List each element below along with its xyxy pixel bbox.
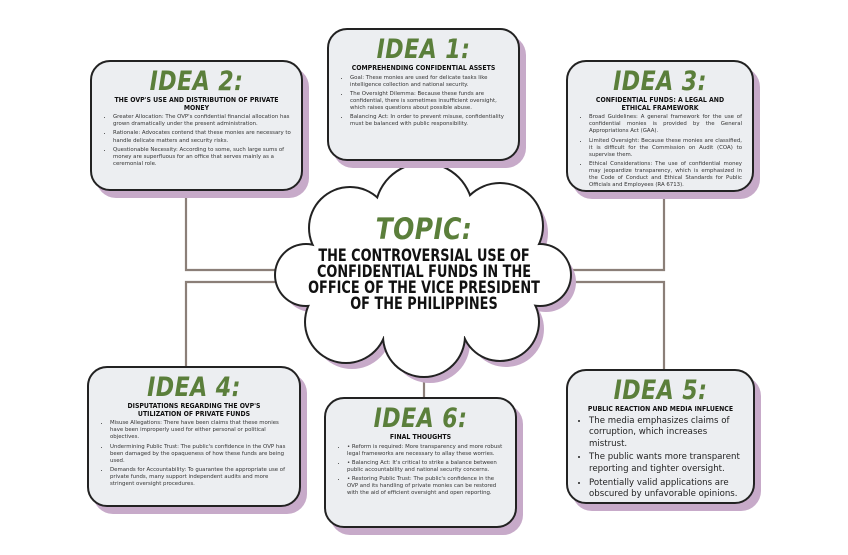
list-item: The public wants more transparent report… — [589, 452, 743, 475]
list-item: Misuse Allegations: There have been clai… — [110, 420, 289, 441]
list-item: • Reform is required: More transparency … — [347, 444, 505, 458]
idea-title: IDEA 5: — [613, 375, 708, 406]
connector-idea-3 — [550, 191, 666, 272]
list-item: Limited Oversight: Because these monies … — [589, 138, 742, 159]
idea-card-3: IDEA 3: CONFIDENTIAL FUNDS: A LEGAL AND … — [566, 60, 754, 192]
idea-subtitle: CONFIDENTIAL FUNDS: A LEGAL AND ETHICAL … — [595, 95, 725, 112]
list-item: Rationale: Advocates contend that these … — [113, 130, 291, 144]
idea-title: IDEA 3: — [613, 66, 707, 97]
idea-title: IDEA 6: — [373, 403, 468, 434]
idea-title: IDEA 1: — [376, 34, 471, 65]
list-item: Potentially valid applications are obscu… — [589, 478, 743, 501]
idea-card-6: IDEA 6: FINAL THOUGHTS • Reform is requi… — [324, 397, 517, 528]
idea-subtitle: DISPUTATIONS REGARDING THE OVP'S UTILIZA… — [127, 401, 261, 418]
list-item: Goal: These monies are used for delicate… — [350, 75, 508, 89]
idea-card-1: IDEA 1: COMPREHENDING CONFIDENTIAL ASSET… — [327, 28, 520, 161]
bullet-list: Goal: These monies are used for delicate… — [339, 75, 508, 129]
idea-subtitle: PUBLIC REACTION AND MEDIA INFLUENCE — [587, 404, 734, 413]
bullet-list: Broad Guidelines: A general framework fo… — [578, 114, 742, 189]
list-item: The media emphasizes claims of corruptio… — [589, 416, 743, 451]
idea-title: IDEA 2: — [149, 66, 244, 97]
connector-idea-2 — [184, 190, 290, 272]
list-item: Demands for Accountability: To guarantee… — [110, 467, 289, 488]
list-item: Questionable Necessity: According to som… — [113, 147, 291, 168]
list-item: The Oversight Dilemma: Because these fun… — [350, 91, 508, 112]
list-item: • Balancing Act: It's critical to strike… — [347, 460, 505, 474]
idea-card-5: IDEA 5: PUBLIC REACTION AND MEDIA INFLUE… — [566, 369, 755, 504]
connector-idea-4 — [184, 280, 290, 367]
bullet-list: The media emphasizes claims of corruptio… — [578, 416, 743, 501]
topic-text: THE CONTROVERSIAL USE OF CONFIDENTIAL FU… — [308, 246, 540, 314]
idea-subtitle: THE OVP'S USE AND DISTRIBUTION OF PRIVAT… — [114, 95, 279, 112]
list-item: Undermining Public Trust: The public's c… — [110, 444, 289, 465]
idea-card-2: IDEA 2: THE OVP'S USE AND DISTRIBUTION O… — [90, 60, 303, 191]
bullet-list: • Reform is required: More transparency … — [336, 444, 505, 498]
list-item: • Restoring Public Trust: The public's c… — [347, 476, 505, 497]
topic-label: TOPIC: — [375, 212, 473, 246]
idea-subtitle: FINAL THOUGHTS — [389, 432, 452, 441]
list-item: Ethical Considerations: The use of confi… — [589, 161, 742, 190]
list-item: Greater Allocation: The OVP's confidenti… — [113, 114, 291, 128]
connector-idea-5 — [550, 280, 666, 370]
idea-title: IDEA 4: — [147, 372, 241, 403]
list-item: Broad Guidelines: A general framework fo… — [589, 114, 742, 135]
topic-block: TOPIC: THE CONTROVERSIAL USE OF CONFIDEN… — [290, 215, 558, 313]
idea-subtitle: COMPREHENDING CONFIDENTIAL ASSETS — [351, 63, 496, 72]
idea-card-4: IDEA 4: DISPUTATIONS REGARDING THE OVP'S… — [87, 366, 301, 507]
bullet-list: Greater Allocation: The OVP's confidenti… — [102, 114, 291, 168]
list-item: Balancing Act: In order to prevent misus… — [350, 114, 508, 128]
bullet-list: Misuse Allegations: There have been clai… — [99, 420, 289, 488]
